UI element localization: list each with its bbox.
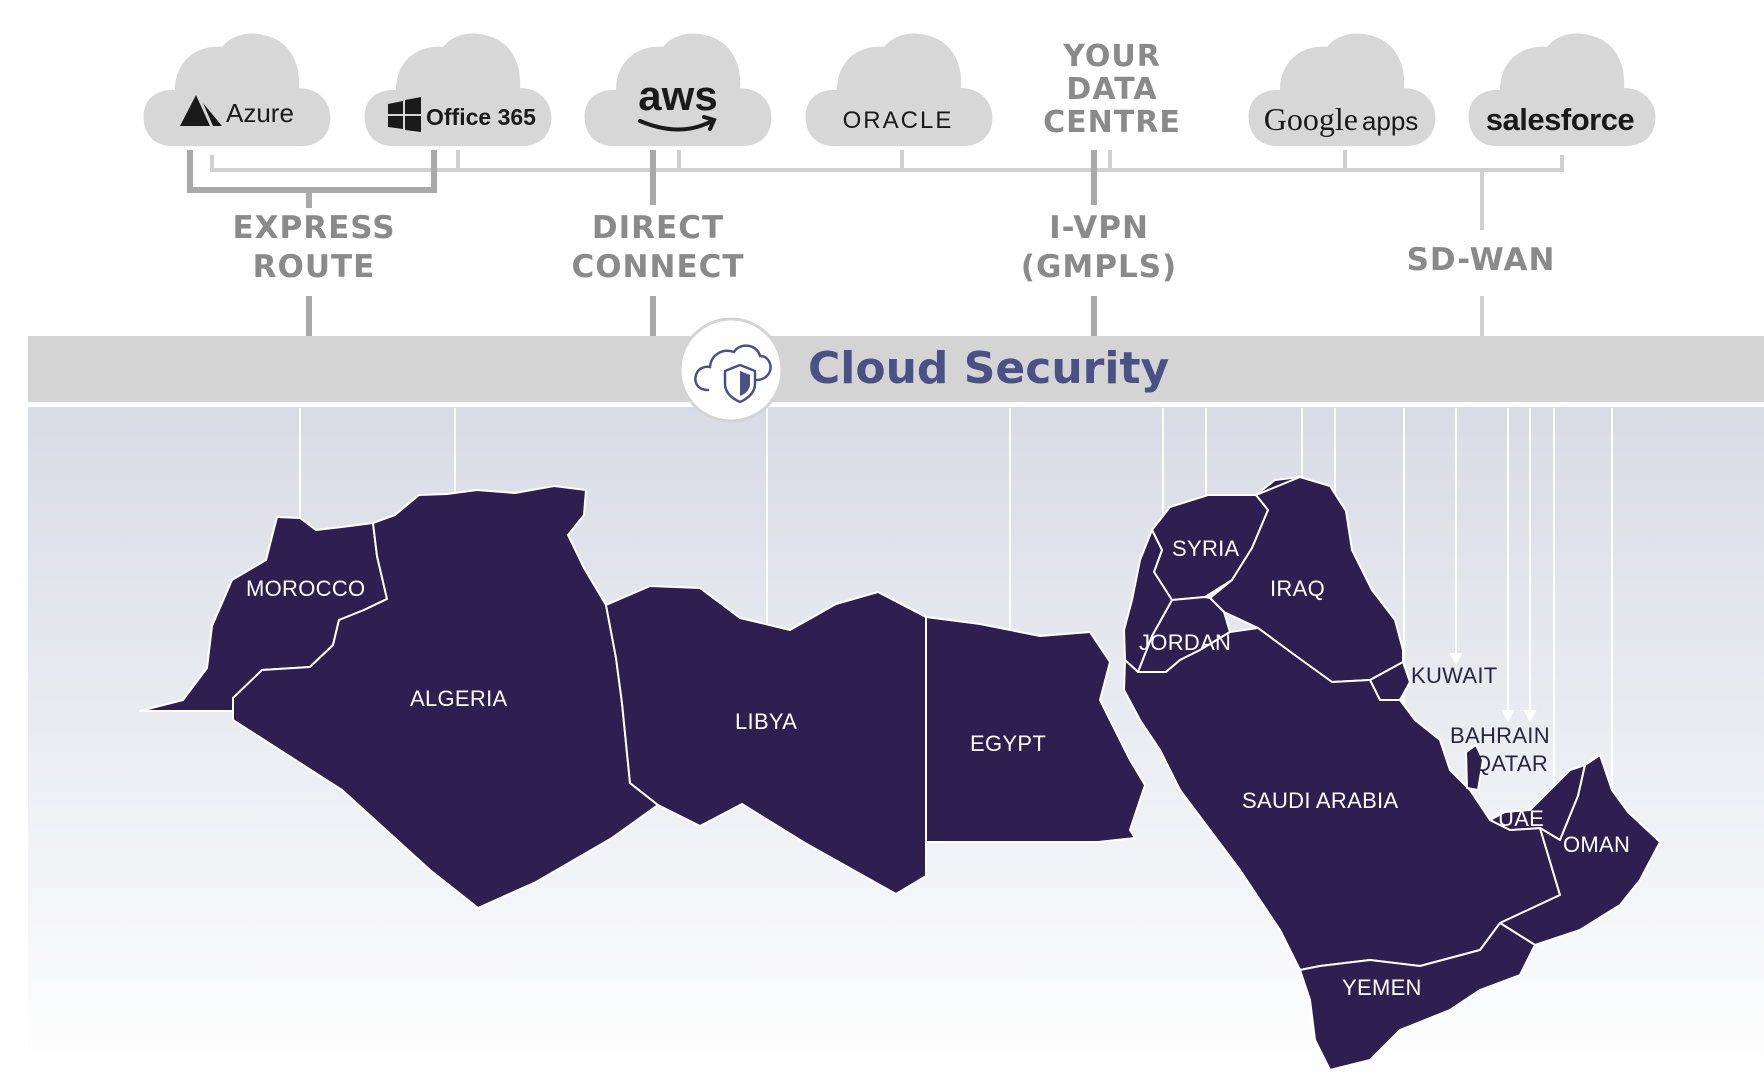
office365-label: Office 365 <box>426 104 536 130</box>
oracle-label: ORACLE <box>843 107 954 134</box>
region-libya <box>605 585 927 895</box>
cloud-azure: Azure <box>143 33 331 147</box>
label-yemen: YEMEN <box>1342 975 1422 1000</box>
label-syria: SYRIA <box>1172 536 1240 561</box>
label-oman: OMAN <box>1563 832 1631 857</box>
windows-icon <box>388 97 421 132</box>
cloud-salesforce: salesforce <box>1468 33 1656 147</box>
map <box>139 476 1661 1071</box>
azure-icon <box>180 95 222 126</box>
cloud-shield-badge <box>678 317 784 423</box>
google-apps-label: apps <box>1362 106 1418 136</box>
backbone-line <box>210 155 1564 172</box>
google-label: Google <box>1264 101 1358 137</box>
label-kuwait: KUWAIT <box>1411 663 1498 688</box>
amazon-smile-icon <box>638 115 717 132</box>
label-morocco: MOROCCO <box>246 576 366 601</box>
data-centre-label: YOUR DATA CENTRE <box>1043 39 1181 140</box>
label-algeria: ALGERIA <box>410 686 508 711</box>
aws-label: aws <box>638 72 717 119</box>
label-iraq: IRAQ <box>1270 576 1325 601</box>
cloud-shield-icon <box>694 344 772 392</box>
label-uae: UAE <box>1498 806 1545 831</box>
cloud-oracle: ORACLE <box>805 33 993 147</box>
label-libya: LIBYA <box>735 709 798 734</box>
sdwan-label: SD-WAN <box>1406 242 1556 278</box>
cloud-office365: Office 365 <box>364 33 552 147</box>
express-route-label: EXPRESS ROUTE <box>232 210 396 285</box>
connector-lines <box>187 150 1564 336</box>
cloud-aws: aws <box>584 33 772 147</box>
region-yemen <box>1299 922 1536 1071</box>
label-jordan: JORDAN <box>1139 630 1232 655</box>
region-oman <box>1499 754 1661 946</box>
azure-label: Azure <box>226 98 294 128</box>
cloud-security-band <box>28 336 1764 402</box>
direct-connect-label: DIRECT CONNECT <box>571 210 745 285</box>
label-bahrain: BAHRAIN <box>1450 723 1550 748</box>
ivpn-label: I-VPN (GMPLS) <box>1020 210 1178 285</box>
label-egypt: EGYPT <box>970 731 1047 756</box>
label-saudi-arabia: SAUDI ARABIA <box>1242 788 1399 813</box>
label-qatar: QATAR <box>1474 751 1549 776</box>
region-qatar <box>1465 744 1484 791</box>
salesforce-label: salesforce <box>1486 102 1635 137</box>
cloud-security-title: Cloud Security <box>808 343 1170 394</box>
region-egypt <box>925 616 1146 843</box>
